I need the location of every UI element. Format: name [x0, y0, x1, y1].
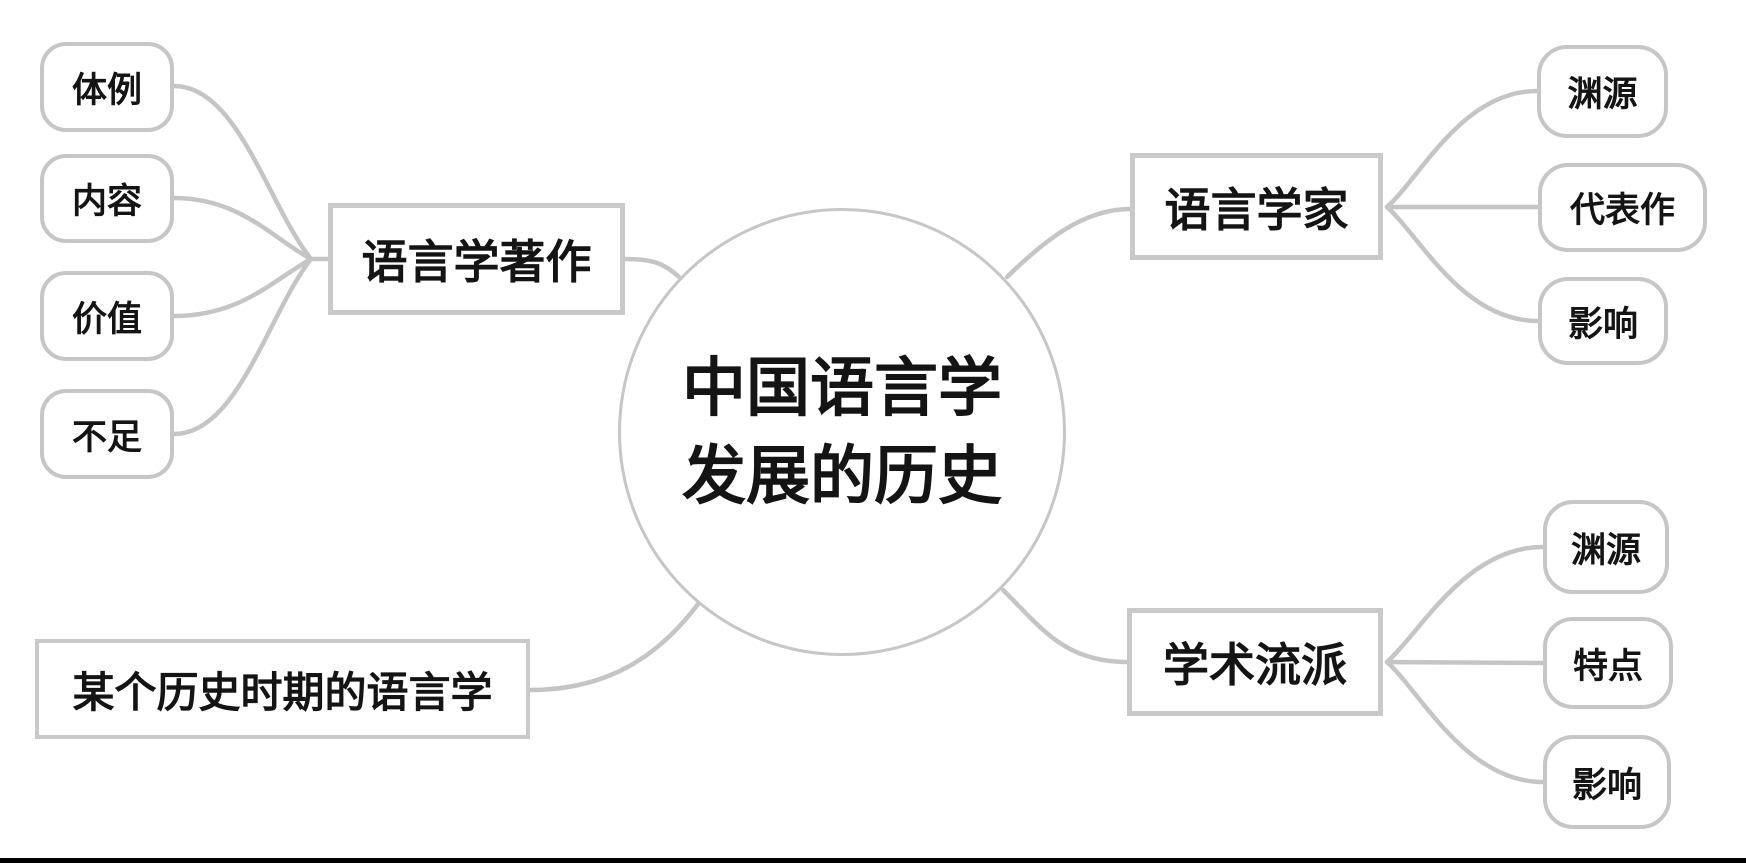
- connector-buzu-works: [171, 256, 314, 437]
- leaf-schools-tedian[interactable]: 特点: [1543, 617, 1673, 709]
- connector-root-period: [527, 601, 701, 693]
- leaf-works-buzu[interactable]: 不足: [40, 389, 174, 479]
- node-works[interactable]: 语言学著作: [328, 203, 625, 315]
- leaf-linguists-yuanyuan[interactable]: 渊源: [1537, 45, 1668, 138]
- root-topic-circle[interactable]: 中国语言学 发展的历史: [618, 208, 1066, 656]
- node-linguists[interactable]: 语言学家: [1130, 153, 1383, 260]
- connector-schools-yuanyuan: [1384, 544, 1546, 665]
- leaf-linguists-yingxiang[interactable]: 影响: [1538, 277, 1668, 365]
- leaf-works-jiazhi[interactable]: 价值: [40, 271, 174, 361]
- root-title-line1: 中国语言学: [682, 352, 1002, 424]
- node-schools[interactable]: 学术流派: [1127, 608, 1383, 716]
- connector-schools-tedian: [1384, 659, 1546, 666]
- connector-tili-works: [171, 83, 314, 262]
- leaf-schools-yuanyuan[interactable]: 渊源: [1543, 500, 1669, 594]
- leaf-works-neirong[interactable]: 内容: [40, 154, 174, 243]
- leaf-schools-yingxiang[interactable]: 影响: [1543, 735, 1671, 829]
- leaf-linguists-daibiaozuo[interactable]: 代表作: [1538, 163, 1707, 252]
- connector-root-linguists: [1004, 206, 1133, 280]
- connector-linguists-yuanyuan: [1384, 88, 1540, 210]
- leaf-works-tili[interactable]: 体例: [40, 42, 174, 132]
- connector-linguists-yingxiang: [1384, 204, 1541, 324]
- node-period[interactable]: 某个历史时期的语言学: [35, 639, 530, 739]
- bottom-rule: [0, 858, 1746, 863]
- root-title-line2: 发展的历史: [682, 440, 1002, 512]
- connector-neirong-works: [171, 195, 314, 262]
- connector-root-schools: [1000, 587, 1130, 665]
- connector-schools-yingxiang: [1384, 659, 1546, 785]
- connector-works-root: [622, 256, 682, 280]
- connector-jiazhi-works: [171, 256, 314, 319]
